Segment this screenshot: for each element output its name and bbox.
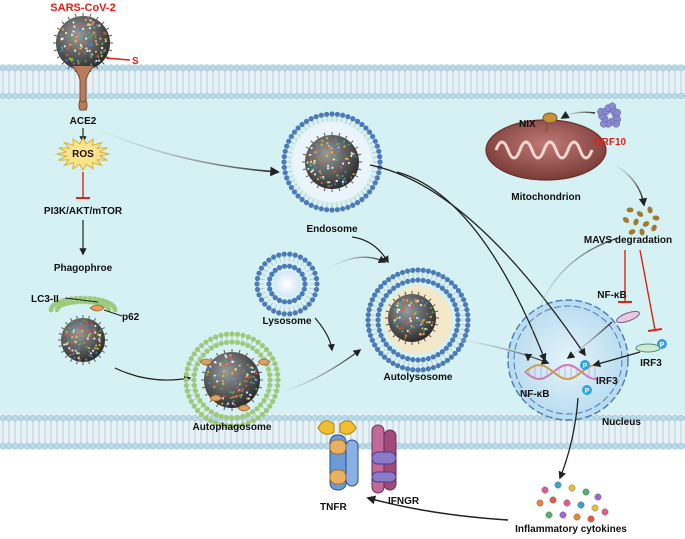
lysosome-label: Lysosome [262,316,312,327]
ace2-label: ACE2 [70,116,97,127]
p62-label: p62 [122,312,140,323]
autolysosome-label: Autolysosome [384,372,453,383]
lc3-label: LC3-II [31,294,59,305]
irf3-nuclear-label: IRF3 [596,376,618,387]
mitochondrion-label: Mitochondrion [511,192,580,203]
endosome-label: Endosome [306,224,358,235]
cytokine-cluster [537,482,608,522]
spike-label: S [132,56,139,67]
ifngr-label: IFNGR [388,496,420,507]
orf10-label: ORF10 [594,137,627,148]
nucleus-label: Nucleus [602,417,641,428]
phospho-marker-1: P [580,360,590,370]
phospho-marker-2: P [582,385,592,395]
svg-text:P: P [660,342,665,349]
svg-text:P: P [585,388,590,395]
phagophore-label: Phagophroe [54,263,113,274]
pi3k-akt-mtor-label: PI3K/AKT/mTOR [44,206,123,217]
nix-label: NIX [519,119,536,130]
virus-label: SARS-CoV-2 [50,2,115,14]
ifngr-receptor [372,425,396,493]
irf3-cytoplasmic-label: IRF3 [640,358,662,369]
svg-text:P: P [583,363,588,370]
autophagosome-label: Autophagosome [193,422,272,433]
cell-membrane-top [0,64,685,100]
mavs-label: MAVS degradation [584,235,672,246]
engulfed-virus [58,315,108,365]
endosome [281,111,382,212]
nfkb-nuclear-label: NF-κB [520,389,549,400]
tnfr-label: TNFR [320,502,347,513]
nfkb-cytoplasmic-label: NF-κB [597,290,626,301]
ros-label: ROS [72,149,94,160]
cytokines-label: Inflammatory cytokines [515,524,627,535]
